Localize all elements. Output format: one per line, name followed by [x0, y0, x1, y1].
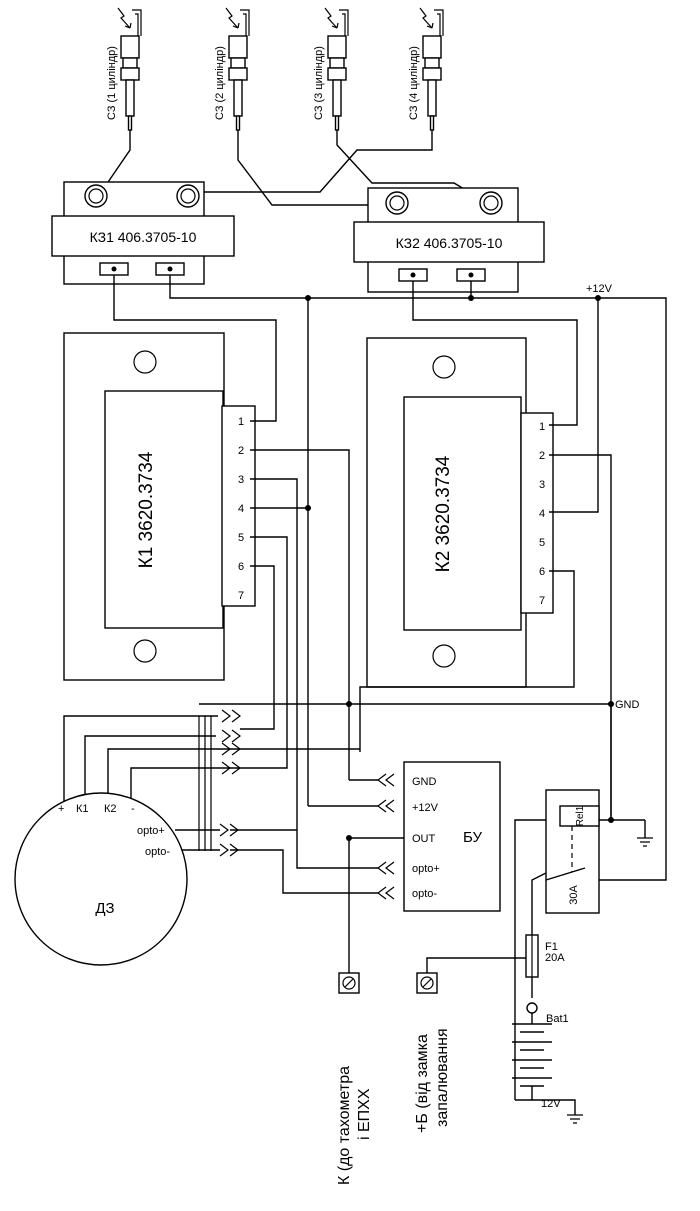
commutator-1-label: К1 3620.3734 [136, 451, 157, 568]
spark-plug-3 [324, 7, 349, 131]
k1-pin-3: 3 [238, 474, 244, 486]
sensor-opto-plus: opto+ [137, 825, 165, 837]
sensor-opto-minus: opto- [145, 846, 170, 858]
k2-pin-2: 2 [539, 450, 545, 462]
relay-coil-label: Rel1 [575, 805, 586, 826]
ignition-coil-1: КЗ1 406.3705-10 [51, 181, 235, 285]
coil-1-label: КЗ1 406.3705-10 [90, 229, 197, 245]
sensor-pin-minus: - [131, 803, 135, 815]
coil-2-label: КЗ2 406.3705-10 [396, 235, 503, 251]
bu-pin-out: OUT [412, 833, 436, 845]
ignition-switch-terminal: +Б (від замка запалювання [414, 972, 451, 1133]
k-terminal-line2: і ЕПХХ [356, 1088, 373, 1140]
hall-sensor: + К1 К2 - opto+ opto- ДЗ [14, 792, 188, 966]
relay-contact-label: 30A [568, 885, 580, 905]
junctions [305, 295, 614, 841]
k1-pin-7: 7 [238, 590, 244, 602]
fuse: F1 20A [525, 934, 565, 978]
battery: Bat1 12V [512, 1002, 569, 1110]
commutator-2: К2 3620.3734 [366, 337, 554, 688]
plus12v-rail-label: +12V [586, 283, 613, 295]
spark-plug-4-label: СЗ (4 циліндр) [408, 46, 420, 120]
k2-pin-1: 1 [539, 421, 545, 433]
spark-plug-1-label: СЗ (1 циліндр) [106, 46, 118, 120]
commutator-2-pins: 1 2 3 4 5 6 7 [539, 421, 545, 607]
ignition-coil-2: КЗ2 406.3705-10 [353, 187, 545, 293]
spark-plug-2 [225, 7, 250, 131]
commutator-2-label: К2 3620.3734 [433, 455, 454, 572]
ht-leads [103, 130, 492, 206]
sensor-label: ДЗ [95, 900, 114, 917]
spark-plug-2-label: СЗ (2 циліндр) [214, 46, 226, 120]
k2-pin-4: 4 [539, 508, 545, 520]
bu-pin-opto-plus: opto+ [412, 863, 440, 875]
fuse-rating: 20A [545, 952, 565, 964]
bu-pin-opto-minus: opto- [412, 888, 437, 900]
connector-chevrons [219, 709, 395, 900]
k2-pin-5: 5 [539, 537, 545, 549]
wiring [63, 275, 667, 1124]
relay: Rel1 30A [545, 789, 600, 914]
control-unit: GND +12V OUT opto+ opto- БУ [403, 761, 501, 912]
sensor-pin-plus: + [58, 803, 64, 815]
k-terminal-line1: К (до тахометра [336, 1066, 353, 1185]
tachometer-terminal: К (до тахометра і ЕПХХ [336, 972, 373, 1185]
commutator-1-pins: 1 2 3 4 5 6 7 [238, 416, 244, 602]
commutator-1: К1 3620.3734 [63, 332, 256, 681]
battery-voltage: 12V [541, 1098, 561, 1110]
sensor-pin-k2: К2 [104, 803, 117, 815]
gnd-rail-label: GND [615, 699, 640, 711]
bu-pin-12v: +12V [412, 802, 439, 814]
sensor-pin-k1: К1 [76, 803, 89, 815]
bu-pin-gnd: GND [412, 776, 437, 788]
spark-plug-1 [117, 7, 142, 131]
k1-pin-4: 4 [238, 503, 244, 515]
bu-label: БУ [463, 829, 482, 846]
fuse-name: F1 [545, 941, 558, 953]
k2-pin-3: 3 [539, 479, 545, 491]
k1-pin-1: 1 [238, 416, 244, 428]
k2-pin-7: 7 [539, 595, 545, 607]
k1-pin-6: 6 [238, 561, 244, 573]
spark-plug-4 [419, 7, 444, 131]
b-terminal-line2: запалювання [434, 1028, 451, 1127]
k1-pin-5: 5 [238, 532, 244, 544]
k2-pin-6: 6 [539, 566, 545, 578]
spark-plug-3-label: СЗ (3 циліндр) [313, 46, 325, 120]
battery-name: Bat1 [546, 1013, 569, 1025]
k1-pin-2: 2 [238, 445, 244, 457]
spark-plug-group [117, 7, 444, 131]
b-terminal-line1: +Б (від замка [414, 1034, 431, 1133]
